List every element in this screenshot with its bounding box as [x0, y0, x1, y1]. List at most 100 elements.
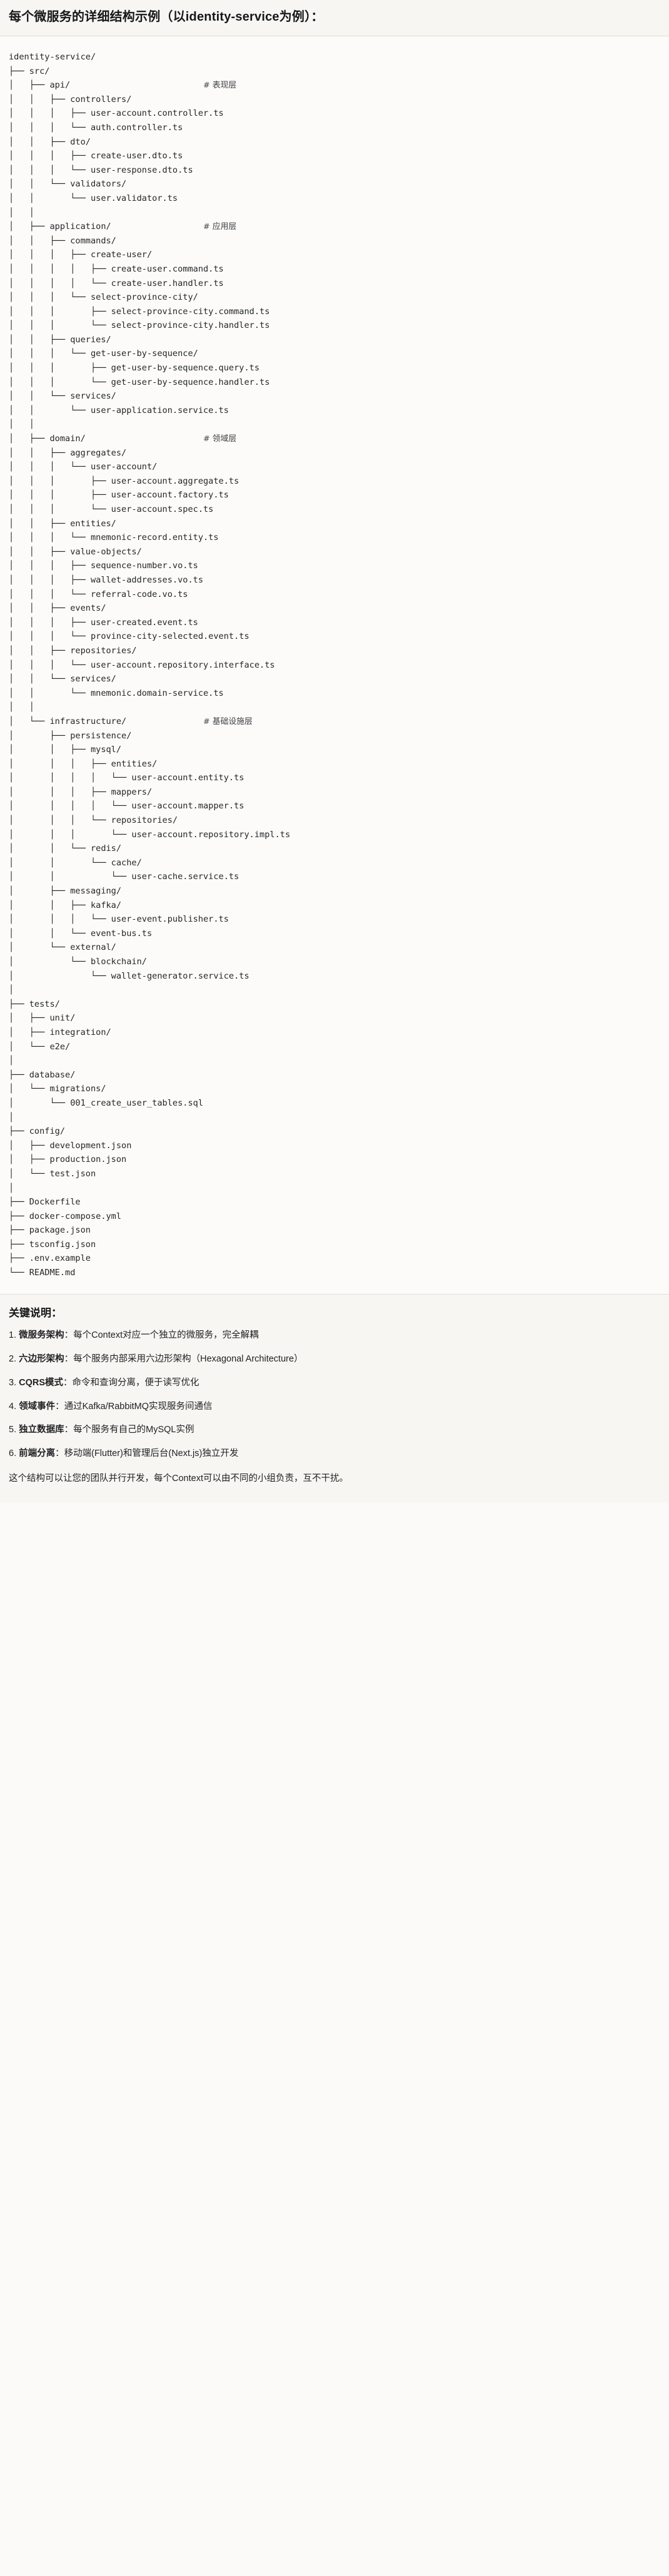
tree-line: │ │ │ └── select-province-city/	[9, 290, 660, 305]
key-note-item: 4. 领域事件：通过Kafka/RabbitMQ实现服务间通信	[9, 1400, 660, 1414]
tree-line: ├── src/	[9, 64, 660, 79]
tree-line-text: │ │ ├── entities/	[9, 518, 116, 529]
tree-line: │ │ │ └── user-account.repository.interf…	[9, 658, 660, 673]
tree-line-text: │ │ ├── value-objects/	[9, 546, 142, 557]
tree-line: │ └── wallet-generator.service.ts	[9, 969, 660, 984]
tree-line: │ │ ├── kafka/	[9, 899, 660, 913]
tree-line: │ │ │ └── referral-code.vo.ts	[9, 588, 660, 602]
tree-line: │ │ │ └── user-event.publisher.ts	[9, 912, 660, 927]
tree-comment-pad	[70, 80, 203, 90]
tree-line-text: │ │ │ │ └── user-account.entity.ts	[9, 773, 244, 783]
tree-line-text: │ │ ├── controllers/	[9, 94, 132, 104]
tree-line-comment: # 表现层	[203, 81, 237, 91]
tree-line-text: │ │ │ └── repositories/	[9, 815, 178, 826]
tree-line: └── README.md	[9, 1266, 660, 1280]
tree-line-text: │ │ │ ├── create-user/	[9, 250, 153, 260]
key-note-body: ：命令和查询分离，便于读写优化	[63, 1377, 199, 1388]
tree-line: │ └── 001_create_user_tables.sql	[9, 1096, 660, 1111]
tree-line: │ │ │ └── repositories/	[9, 813, 660, 828]
tree-line-text: │ │ ├── repositories/	[9, 645, 137, 656]
tree-line-text: │ │ │ └── user-event.publisher.ts	[9, 914, 229, 925]
tree-line: │ │ │ └── get-user-by-sequence.handler.t…	[9, 375, 660, 390]
tree-line: │ │ │ └── get-user-by-sequence/	[9, 347, 660, 361]
tree-line: │ │	[9, 700, 660, 715]
tree-line-text: ├── tests/	[9, 999, 60, 1009]
tree-line: │ │ │ ├── mappers/	[9, 785, 660, 800]
tree-comment-pad	[86, 434, 203, 444]
tree-line-text: │ │ │ │ └── create-user.handler.ts	[9, 278, 224, 288]
tree-line: │ │ │ │ └── user-account.entity.ts	[9, 771, 660, 785]
tree-line: │	[9, 1054, 660, 1068]
tree-line: │ │ ├── repositories/	[9, 644, 660, 658]
tree-line-text: ├── Dockerfile	[9, 1197, 81, 1208]
tree-line: │ │ ├── events/	[9, 601, 660, 616]
tree-line-text: │	[9, 1183, 14, 1193]
tree-line-text: │ │ │ ├── mappers/	[9, 787, 153, 797]
header: 每个微服务的详细结构示例（以identity-service为例）：	[0, 0, 669, 36]
tree-line-text: ├── tsconfig.json	[9, 1239, 96, 1250]
tree-line: │	[9, 983, 660, 997]
tree-line-text: │ │ │ └── get-user-by-sequence/	[9, 349, 198, 359]
tree-line: │ │ ├── value-objects/	[9, 545, 660, 559]
tree-line: │ │ └── cache/	[9, 856, 660, 870]
tree-line-text: │ │ │ └── user-account.spec.ts	[9, 504, 214, 514]
tree-line: │ │ └── redis/	[9, 842, 660, 856]
tree-line-comment: # 领域层	[203, 434, 237, 444]
tree-line-text: │ │ │ └── auth.controller.ts	[9, 122, 183, 133]
key-note-item: 3. CQRS模式：命令和查询分离，便于读写优化	[9, 1377, 660, 1390]
tree-line: │ │ │ ├── user-account.aggregate.ts	[9, 474, 660, 489]
tree-line: │ ├── application/ # 应用层	[9, 220, 660, 234]
tree-line: │ │ │ ├── sequence-number.vo.ts	[9, 559, 660, 573]
key-note-item: 6. 前端分离：移动端(Flutter)和管理后台(Next.js)独立开发	[9, 1447, 660, 1461]
tree-line-text: │ ├── messaging/	[9, 886, 122, 897]
tree-line-text: │ │ └── user.validator.ts	[9, 193, 178, 203]
tree-line: identity-service/	[9, 50, 660, 64]
tree-line-text: │ │ │ ├── user-account.controller.ts	[9, 108, 224, 119]
tree-line-text: identity-service/	[9, 52, 96, 62]
key-note-body: ：通过Kafka/RabbitMQ实现服务间通信	[55, 1401, 213, 1412]
tree-line: │ │ ├── dto/	[9, 135, 660, 150]
tree-line-comment: # 应用层	[203, 222, 237, 232]
tree-line-text: ├── docker-compose.yml	[9, 1211, 122, 1221]
tree-line-text: │ │ │ └── referral-code.vo.ts	[9, 589, 188, 599]
tree-line-text: │ │ │ ├── get-user-by-sequence.query.ts	[9, 363, 260, 374]
tree-line-text: │ │ │ └── user-account/	[9, 462, 158, 472]
tree-line-text: │ │ │ └── mnemonic-record.entity.ts	[9, 532, 219, 543]
tree-line-text: │ │ │ └── get-user-by-sequence.handler.t…	[9, 377, 270, 387]
tree-line: │ │ └── mnemonic.domain-service.ts	[9, 686, 660, 701]
tree-line: │ │ └── user-application.service.ts	[9, 404, 660, 418]
directory-tree-block: identity-service/├── src/│ ├── api/ # 表现…	[0, 36, 669, 1295]
tree-line: │ └── infrastructure/ # 基础设施层	[9, 715, 660, 729]
tree-line-text: ├── package.json	[9, 1225, 91, 1236]
tree-line: │ │ │ │ └── user-account.mapper.ts	[9, 799, 660, 813]
tree-line: ├── config/	[9, 1124, 660, 1139]
key-note-lead: CQRS模式	[19, 1377, 64, 1388]
tree-line-text: │ │ └── validators/	[9, 179, 127, 190]
key-note-body: ：每个服务有自己的MySQL实例	[64, 1425, 194, 1435]
tree-line: │ │ ├── controllers/	[9, 93, 660, 107]
tree-line-text: │ │ └── redis/	[9, 843, 122, 854]
tree-line: │ │ │ └── user-account.spec.ts	[9, 502, 660, 517]
tree-line: ├── Dockerfile	[9, 1195, 660, 1209]
tree-line: ├── tests/	[9, 997, 660, 1012]
tree-line: │ ├── unit/	[9, 1011, 660, 1026]
tree-line: │ │ │ └── user-response.dto.ts	[9, 163, 660, 178]
tree-line-text: │ │ └── cache/	[9, 857, 142, 868]
tree-line: │	[9, 1181, 660, 1196]
tree-line: │ │ │ ├── wallet-addresses.vo.ts	[9, 573, 660, 588]
key-notes-footer: 这个结构可以让您的团队并行开发，每个Context可以由不同的小组负责，互不干扰…	[9, 1473, 348, 1484]
tree-line-comment: # 基础设施层	[203, 716, 253, 726]
tree-line-text: │ │ │ │ ├── create-user.command.ts	[9, 263, 224, 274]
tree-line: │ │ │ ├── select-province-city.command.t…	[9, 305, 660, 319]
tree-line-text: │ │ │ ├── sequence-number.vo.ts	[9, 561, 198, 571]
tree-line: │ │ └── services/	[9, 672, 660, 686]
tree-line: │ │ │ ├── create-user/	[9, 248, 660, 262]
tree-line-text: │ │ └── services/	[9, 674, 116, 685]
tree-line-text: │ ├── application/	[9, 221, 111, 232]
tree-line: │ │ └── user-cache.service.ts	[9, 870, 660, 884]
tree-line-text: │ │ │ └── select-province-city.handler.t…	[9, 320, 270, 331]
tree-line-text: │ │	[9, 419, 34, 430]
tree-line-text: │ └── external/	[9, 942, 116, 953]
